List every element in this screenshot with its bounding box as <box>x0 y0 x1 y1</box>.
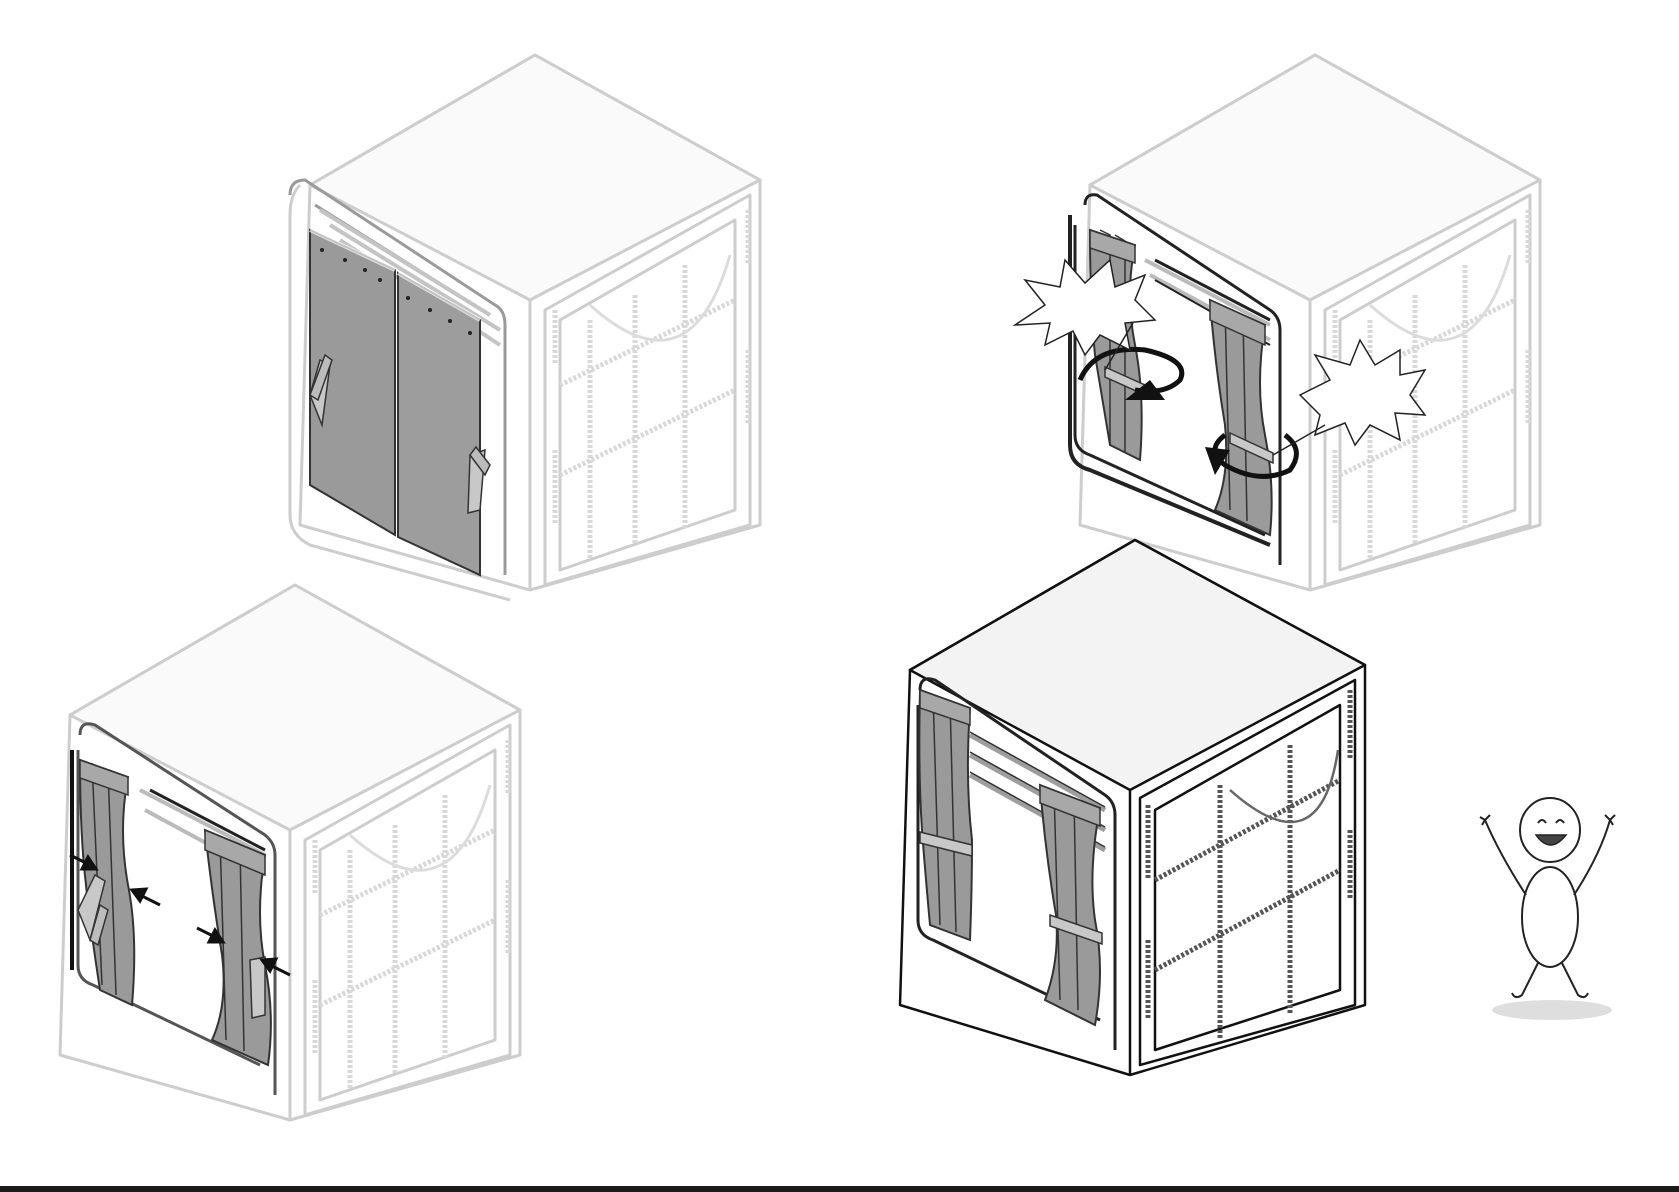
cube-closed-curtain <box>290 55 780 595</box>
step-tie-press <box>60 585 560 1130</box>
step-tie-wrap <box>1015 55 1635 595</box>
cube-finished <box>900 540 1380 1085</box>
happy-figure <box>1470 795 1620 1025</box>
step-curtain-closed <box>290 55 780 595</box>
cube-tie-wrap <box>1015 55 1635 595</box>
cube-tie-press <box>60 585 560 1130</box>
step-finished <box>900 540 1380 1085</box>
happy-stick-figure-icon <box>1470 795 1620 1025</box>
bottom-border <box>0 1186 1679 1192</box>
